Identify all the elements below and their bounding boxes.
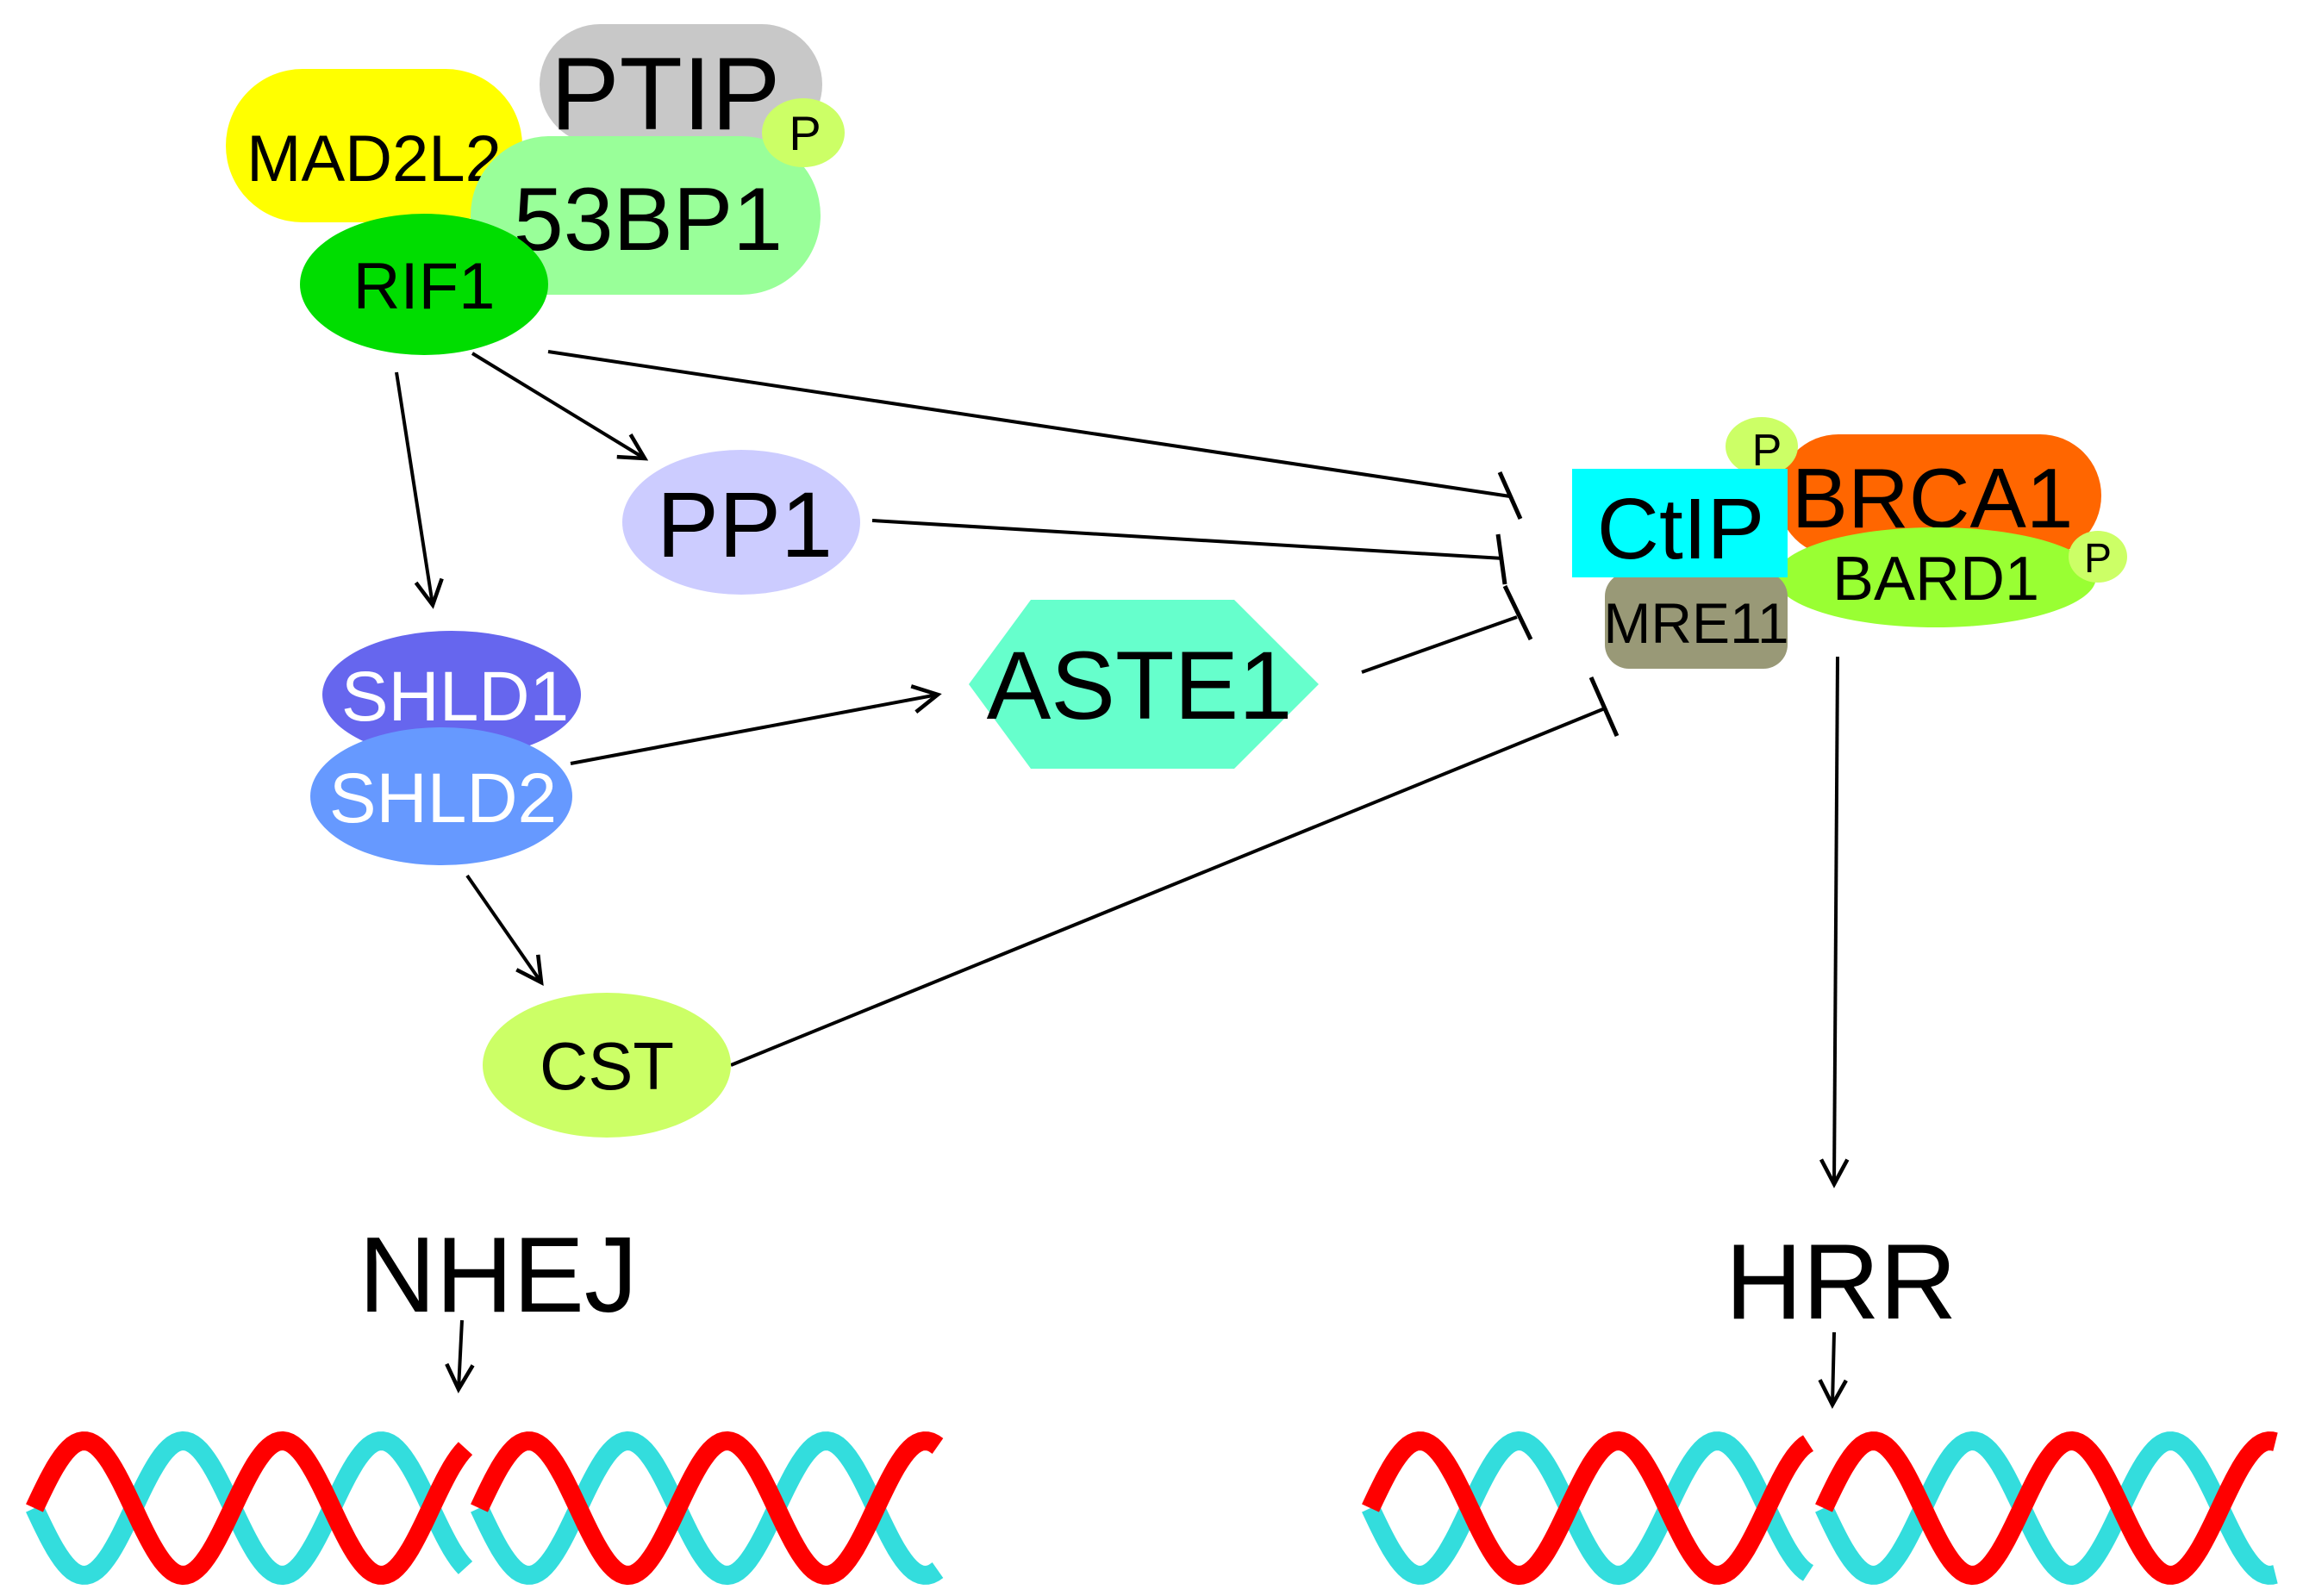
shld2-node: SHLD2 <box>310 727 572 865</box>
pp1-label: PP1 <box>657 472 833 577</box>
dna-nhej-strand-a-1 <box>26 1431 473 1586</box>
dna-helix-hrr <box>1362 1431 2278 1586</box>
mre11-node: MRE11 <box>1603 572 1789 669</box>
rif1-node: RIF1 <box>300 214 548 355</box>
dna-nhej-strand-a-2 <box>471 1431 944 1586</box>
phospho-53bp1: P <box>762 98 845 167</box>
arrow-rif1-to-pp1 <box>471 352 649 461</box>
cst-label: CST <box>540 1028 674 1104</box>
inhibit-cst-to-ctip <box>730 707 1606 1067</box>
bard1-label: BARD1 <box>1832 545 2039 614</box>
pathway-label-nhej: NHEJ <box>359 1216 638 1335</box>
inhibit-bar-cst <box>1588 676 1620 738</box>
dna-nhej-strand-b-2 <box>471 1431 944 1586</box>
dna-hrr-strand-b-2 <box>1815 1431 2278 1586</box>
inhibit-rif1-to-ctip <box>547 350 1511 498</box>
brca1-node: BRCA1 <box>1777 434 2101 557</box>
arrow-hrr-to-dna <box>1818 1331 1848 1409</box>
mad2l2-node: MAD2L2 <box>226 69 522 222</box>
arrow-brca1-to-hrr <box>1819 656 1850 1188</box>
connectors <box>395 350 1850 1409</box>
inhibit-bar-rif1 <box>1497 471 1523 521</box>
pp1-node: PP1 <box>622 450 860 595</box>
dna-nhej-strand-b-1 <box>26 1431 473 1586</box>
phospho-ctip-label: P <box>1752 426 1782 476</box>
arrow-rif1-to-shld <box>395 371 444 609</box>
rif1-label: RIF1 <box>353 250 496 323</box>
ptip-node: PTIP <box>540 24 822 152</box>
arrow-shld2-to-aste1 <box>570 684 942 765</box>
inhibit-pp1-to-ctip <box>871 519 1504 560</box>
dna-hrr-strand-a-1 <box>1362 1431 1813 1586</box>
phospho-53bp1-label: P <box>789 106 821 160</box>
dna-helix-nhej <box>26 1431 944 1586</box>
pathway-label-hrr: HRR <box>1726 1223 1957 1342</box>
53bp1-node: 53BP1 <box>471 136 821 295</box>
mre11-label: MRE11 <box>1603 591 1788 655</box>
arrow-shld2-to-cst <box>465 874 544 986</box>
inhibit-bar-aste1 <box>1502 584 1533 641</box>
bard1-node: BARD1 <box>1776 527 2096 627</box>
aste1-node: ASTE1 <box>969 600 1319 769</box>
dna-hrr-strand-b-1 <box>1362 1431 1813 1586</box>
ctip-node: CtIP <box>1572 469 1788 577</box>
shld1-label: SHLD1 <box>341 658 569 736</box>
inhibit-aste1-to-ctip <box>1361 615 1518 674</box>
phospho-ctip: P <box>1726 417 1798 476</box>
shld1-node: SHLD1 <box>322 631 581 758</box>
ptip-label: PTIP <box>551 36 781 152</box>
dna-hrr-strand-a-2 <box>1815 1431 2278 1586</box>
aste1-label: ASTE1 <box>987 632 1293 739</box>
arrow-nhej-to-dna <box>445 1319 475 1393</box>
ctip-label: CtIP <box>1597 481 1764 577</box>
mad2l2-label: MAD2L2 <box>247 122 502 196</box>
shld2-label: SHLD2 <box>329 759 557 838</box>
53bp1-label: 53BP1 <box>514 170 783 270</box>
inhibit-bar-pp1 <box>1495 533 1507 585</box>
cst-node: CST <box>483 993 731 1138</box>
phospho-bard1: P <box>2069 531 2127 583</box>
phospho-bard1-label: P <box>2084 536 2112 582</box>
